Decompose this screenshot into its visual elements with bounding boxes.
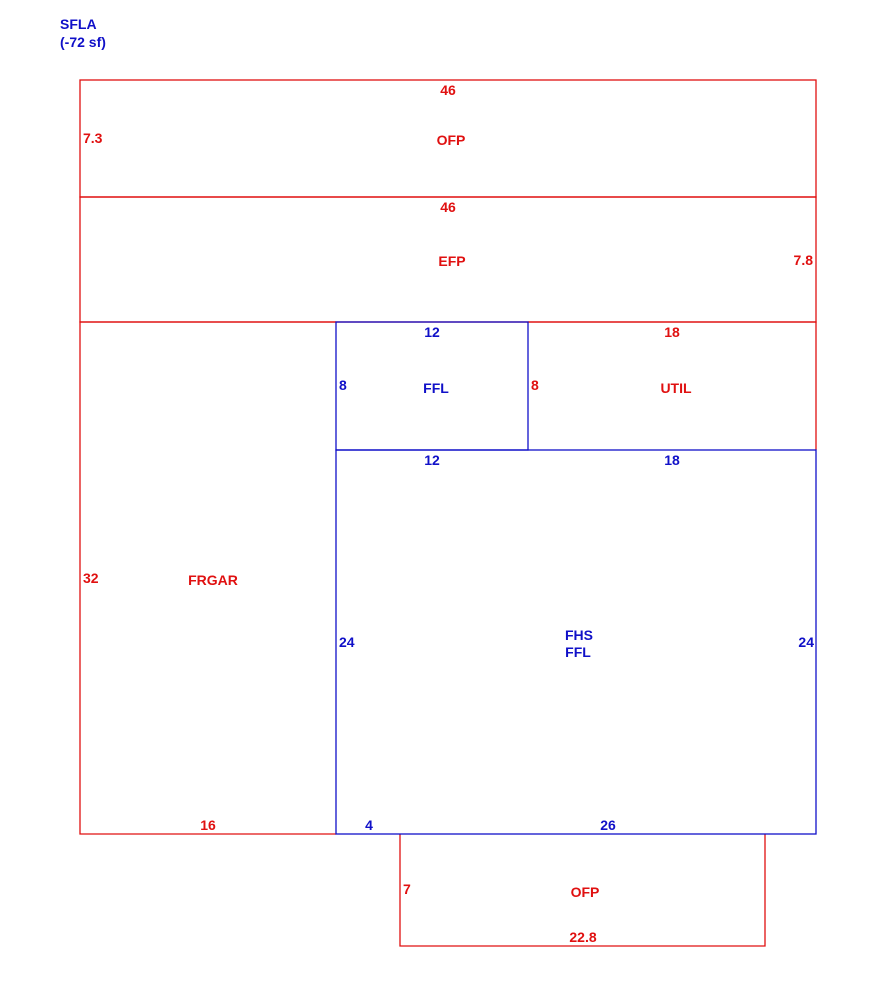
frgar-dim-left: 32 [83, 570, 99, 586]
util-dim-top: 18 [664, 324, 680, 340]
ofp-top-dim-left: 7.3 [83, 130, 103, 146]
frgar-label: FRGAR [188, 572, 238, 588]
fhs-ffl-dim-bottom: 26 [600, 817, 616, 833]
ofp-bottom-dim-left: 7 [403, 881, 411, 897]
fhs-label: FHS [565, 627, 593, 643]
ffl-small-label: FFL [423, 380, 449, 396]
util-label: UTIL [660, 380, 692, 396]
sketch-header: SFLA (-72 sf) [60, 15, 106, 51]
frgar-outline [79, 321, 336, 835]
fhs-ffl-label: FFL [565, 644, 591, 660]
ofp-bottom-label: OFP [571, 884, 600, 900]
ffl-small-dim-right: 8 [531, 377, 539, 393]
util-outline [528, 321, 817, 450]
red-outlines [79, 79, 817, 947]
fhs-ffl-dim-top: 18 [664, 452, 680, 468]
ofp-top-dim-top: 46 [440, 82, 456, 98]
fhs-ffl-dim-bottom-left: 4 [365, 817, 373, 833]
efp-label: EFP [438, 253, 465, 269]
ffl-small-dim-top: 12 [424, 324, 440, 340]
blue-outlines [335, 321, 817, 835]
ofp-bottom-outline [399, 834, 766, 947]
sfla-subtitle: (-72 sf) [60, 34, 106, 50]
fhs-ffl-dim-right: 24 [798, 634, 814, 650]
ffl-small-dim-left: 8 [339, 377, 347, 393]
fhs-ffl-outline [335, 449, 817, 835]
ffl-small-dim-bottom: 12 [424, 452, 440, 468]
ofp-top-label: OFP [437, 132, 466, 148]
sfla-title: SFLA [60, 16, 97, 32]
fhs-ffl-dim-left: 24 [339, 634, 355, 650]
efp-dim-right: 7.8 [794, 252, 814, 268]
efp-dim-top: 46 [440, 199, 456, 215]
frgar-dim-bottom: 16 [200, 817, 216, 833]
ofp-bottom-dim-bottom: 22.8 [569, 929, 596, 945]
